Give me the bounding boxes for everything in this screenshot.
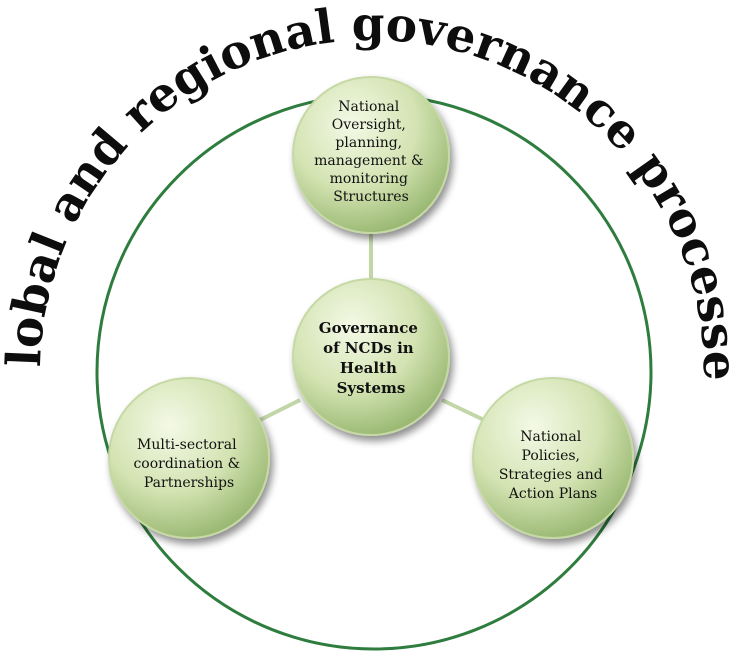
node-oversight-line: management &: [314, 153, 423, 169]
node-multisectoral: [108, 377, 270, 539]
node-center-label: Governance of NCDs in Health Systems: [319, 319, 423, 397]
node-center-line: Systems: [337, 379, 406, 397]
connector-multisectoral: [259, 398, 301, 422]
node-oversight-line: National: [338, 99, 399, 115]
node-policies-line: Policies,: [522, 448, 580, 464]
connector-policies: [441, 398, 485, 422]
node-oversight-line: monitoring: [330, 171, 408, 187]
node-policies-line: National: [520, 429, 581, 445]
node-oversight-label: National Oversight, planning, management…: [314, 99, 428, 205]
node-oversight: [292, 76, 450, 234]
node-multisectoral-line: coordination &: [133, 456, 240, 472]
node-center-line: Governance: [319, 319, 418, 337]
node-policies: [472, 377, 634, 539]
node-center-line: of NCDs in: [323, 339, 414, 357]
node-center: [292, 278, 450, 436]
node-center-line: Health: [340, 359, 397, 377]
node-multisectoral-line: Partnerships: [144, 475, 234, 491]
node-oversight-line: Structures: [333, 189, 409, 205]
node-policies-label: National Policies, Strategies and Action…: [499, 429, 607, 502]
node-oversight-line: Oversight,: [332, 117, 406, 133]
node-multisectoral-line: Multi-sectoral: [137, 437, 237, 453]
node-oversight-line: planning,: [335, 135, 402, 151]
node-policies-line: Action Plans: [508, 486, 597, 502]
node-policies-line: Strategies and: [499, 467, 603, 483]
node-multisectoral-label: Multi-sectoral coordination & Partnershi…: [133, 437, 244, 491]
